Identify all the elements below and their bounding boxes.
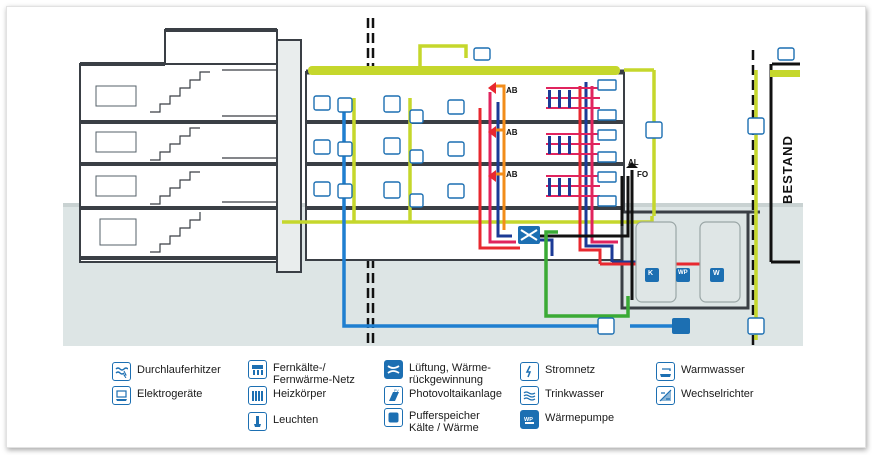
buffer-link-line xyxy=(544,230,630,318)
fo-label: FO xyxy=(637,170,649,179)
bestand-label: BESTAND xyxy=(779,134,795,204)
heating-pipes xyxy=(478,82,718,275)
wp-device-label: WP xyxy=(678,270,688,276)
floor-tag-ab-1: AB xyxy=(506,170,518,179)
existing-building xyxy=(769,62,800,264)
pv-array xyxy=(308,66,620,75)
left-building xyxy=(79,28,302,273)
pv-array-existing xyxy=(770,70,800,77)
floor-manifolds xyxy=(546,87,600,197)
floor-tag-ab-3: AB xyxy=(506,86,518,95)
flow-arrows xyxy=(488,82,638,182)
w-device-label: W xyxy=(713,270,720,277)
black-duct-lines xyxy=(538,170,634,300)
drinking-water-lines xyxy=(342,100,676,328)
al-label: AL xyxy=(628,158,639,167)
buffer-storage-tanks xyxy=(635,221,741,303)
k-device-label: K xyxy=(648,270,654,277)
floor-tag-ab-2: AB xyxy=(506,128,518,137)
ventilation-units xyxy=(518,226,690,334)
plant-devices xyxy=(645,268,724,282)
bestand-label-wrap: BESTAND xyxy=(776,84,798,254)
room-devices xyxy=(313,47,795,335)
